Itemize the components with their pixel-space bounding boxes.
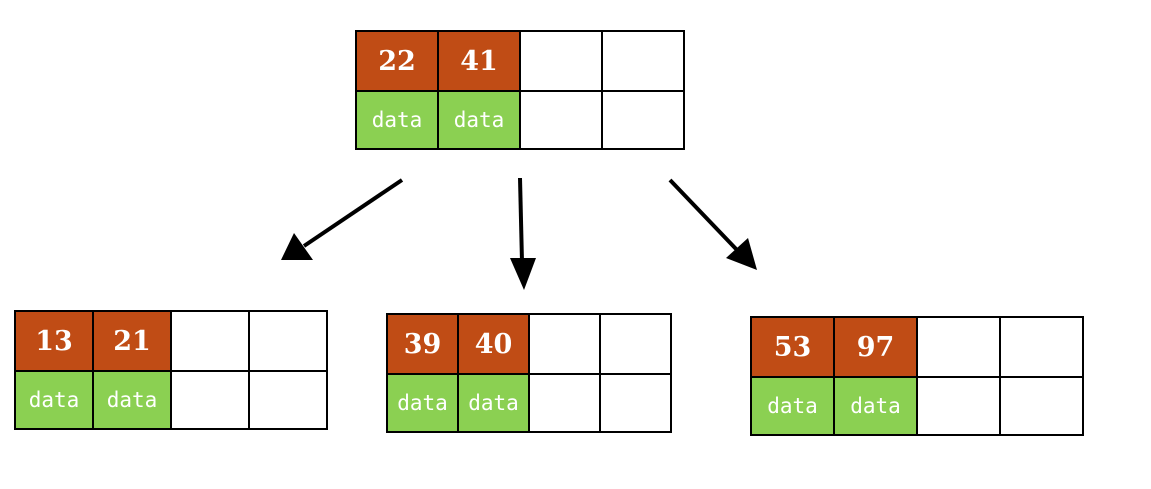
middle-child-data-3 [530, 375, 599, 431]
root-data-3 [521, 92, 601, 148]
middle-child-node: 39 40 data data [386, 313, 672, 433]
left-child-data-4 [250, 372, 326, 428]
root-key-4 [603, 32, 683, 90]
arrow-to-right-child [668, 178, 757, 270]
left-child-node: 13 21 data data [14, 310, 328, 430]
left-child-data-1: data [16, 372, 92, 428]
right-child-key-1: 53 [752, 318, 833, 376]
middle-child-key-4 [601, 315, 670, 373]
right-child-data-4 [1001, 378, 1082, 434]
right-child-key-2: 97 [835, 318, 916, 376]
left-child-key-2: 21 [94, 312, 170, 370]
right-child-data-1: data [752, 378, 833, 434]
root-key-3 [521, 32, 601, 90]
middle-child-key-3 [530, 315, 599, 373]
root-data-4 [603, 92, 683, 148]
right-child-key-3 [918, 318, 999, 376]
root-key-1: 22 [357, 32, 437, 90]
arrow-to-left-child [281, 178, 404, 260]
left-child-key-1: 13 [16, 312, 92, 370]
right-child-key-4 [1001, 318, 1082, 376]
middle-child-key-1: 39 [388, 315, 457, 373]
root-data-1: data [357, 92, 437, 148]
left-child-data-2: data [94, 372, 170, 428]
right-child-data-2: data [835, 378, 916, 434]
middle-child-data-4 [601, 375, 670, 431]
right-child-data-3 [918, 378, 999, 434]
left-child-key-4 [250, 312, 326, 370]
right-child-node: 53 97 data data [750, 316, 1084, 436]
root-node: 22 41 data data [355, 30, 685, 150]
middle-child-key-2: 40 [459, 315, 528, 373]
middle-child-data-1: data [388, 375, 457, 431]
middle-child-data-2: data [459, 375, 528, 431]
root-data-2: data [439, 92, 519, 148]
left-child-key-3 [172, 312, 248, 370]
root-key-2: 41 [439, 32, 519, 90]
left-child-data-3 [172, 372, 248, 428]
arrow-to-middle-child [510, 177, 536, 290]
